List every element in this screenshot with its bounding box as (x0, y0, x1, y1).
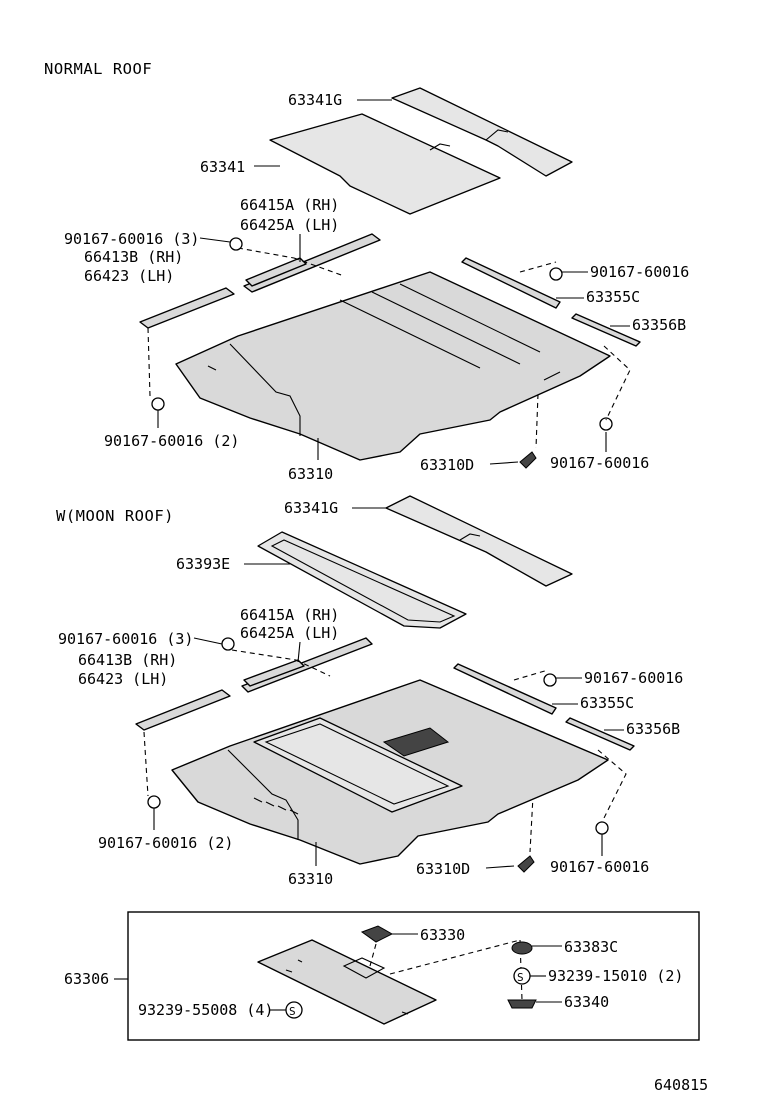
label-63356B: 63356B (632, 316, 686, 334)
moon-label-90167-bottom: 90167-60016 (550, 858, 649, 876)
dome-lamp-assembly-box: 63306 63330 63383C S 93239-15010 (2) 633… (64, 911, 700, 1041)
moon-clip-90167-bottom (595, 821, 609, 835)
moon-label-63310: 63310 (288, 870, 333, 888)
rail-66425A (245, 257, 307, 287)
normal-roof-heading: NORMAL ROOF (44, 60, 152, 78)
moon-label-63310D: 63310D (416, 860, 470, 878)
moon-label-66423: 66423 (LH) (78, 670, 168, 688)
moon-trim-63355C (453, 663, 557, 715)
moon-label-90167-2: 90167-60016 (2) (98, 834, 233, 852)
clip-90167-bottom (599, 417, 613, 431)
label-66425A: 66425A (LH) (240, 216, 339, 234)
trim-63355C (461, 257, 561, 309)
label-90167-2: 90167-60016 (2) (104, 432, 239, 450)
label-63310D: 63310D (420, 456, 474, 474)
moon-label-90167-right: 90167-60016 (584, 669, 683, 687)
clip-90167-top (229, 237, 243, 251)
moon-label-63355C: 63355C (580, 694, 634, 712)
moon-rail-66425A (243, 659, 305, 687)
moon-roof-switch-housing (382, 727, 450, 757)
label-93239-15010: 93239-15010 (2) (548, 967, 683, 985)
label-63383C: 63383C (564, 938, 618, 956)
label-66413B: 66413B (RH) (84, 248, 183, 266)
label-63393E: 63393E (176, 555, 230, 573)
label-90167-right: 90167-60016 (590, 263, 689, 281)
moon-label-66413B: 66413B (RH) (78, 651, 177, 669)
screw-mark-s-right: S (517, 971, 524, 984)
figure-code: 640815 (654, 1076, 708, 1094)
label-63340: 63340 (564, 993, 609, 1011)
normal-roof-section: NORMAL ROOF 63341G 63341 66 (44, 60, 689, 483)
screw-mark-s-left: S (289, 1005, 296, 1018)
label-63355C: 63355C (586, 288, 640, 306)
headliner-63310 (175, 271, 611, 461)
rail-66415A (243, 233, 381, 293)
bulb-63330 (360, 925, 394, 943)
lens-63340 (507, 999, 537, 1009)
label-63341G: 63341G (288, 91, 342, 109)
moon-roof-section: W(MOON ROOF) 63341G 63393E (56, 495, 683, 888)
moon-pad-63341G (385, 495, 573, 587)
frame-63393E (257, 531, 467, 629)
dome-lamp-frame (127, 911, 700, 1041)
moon-label-63341G: 63341G (284, 499, 338, 517)
label-90167-3: 90167-60016 (3) (64, 230, 199, 248)
rail-66413B (139, 287, 235, 329)
moon-trim-63356B (565, 717, 635, 751)
clip-90167-left (151, 397, 165, 411)
moon-label-90167-3: 90167-60016 (3) (58, 630, 193, 648)
moon-label-66415A: 66415A (RH) (240, 606, 339, 624)
moon-roof-opening (253, 717, 463, 813)
label-93239-55008: 93239-55008 (4) (138, 1001, 273, 1019)
moon-rail-66413B (135, 689, 231, 731)
label-63306: 63306 (64, 970, 109, 988)
clip-90167-right (549, 267, 563, 281)
moon-label-66425A: 66425A (LH) (240, 624, 339, 642)
label-63341: 63341 (200, 158, 245, 176)
label-63330: 63330 (420, 926, 465, 944)
moon-clip-90167-top (221, 637, 235, 651)
knob-63383C (511, 941, 533, 955)
moon-clip-90167-left (147, 795, 161, 809)
lamp-base-plate (257, 939, 437, 1025)
moon-roof-heading: W(MOON ROOF) (56, 507, 174, 525)
pad-63341 (269, 113, 501, 215)
label-66423: 66423 (LH) (84, 267, 174, 285)
moon-clip-63310D (517, 855, 535, 873)
trim-63356B (571, 313, 641, 347)
label-66415A: 66415A (RH) (240, 196, 339, 214)
moon-clip-90167-right (543, 673, 557, 687)
clip-63310D (519, 451, 537, 469)
moon-label-63356B: 63356B (626, 720, 680, 738)
label-90167-bottom: 90167-60016 (550, 454, 649, 472)
label-63310: 63310 (288, 465, 333, 483)
